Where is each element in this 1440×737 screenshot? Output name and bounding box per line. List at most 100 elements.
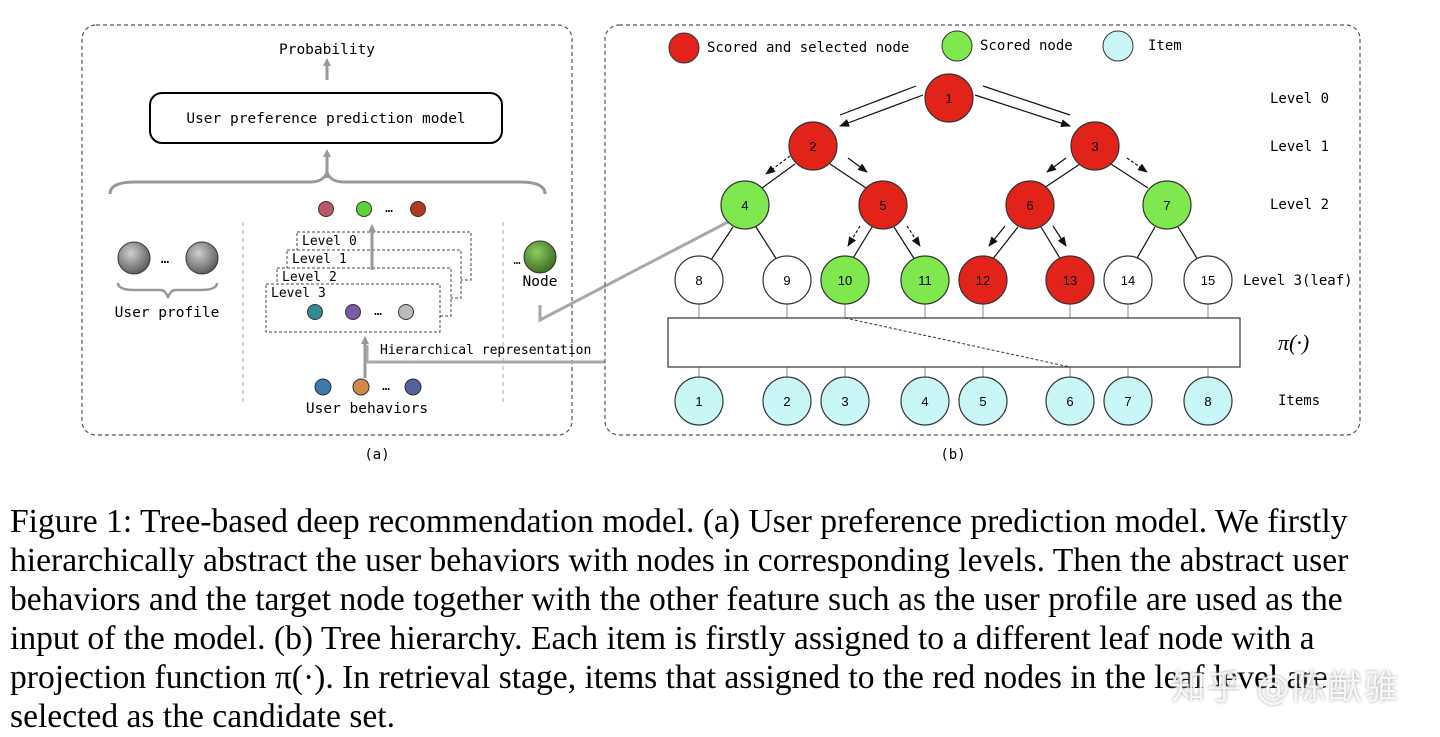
tree-node-label: 14 xyxy=(1121,273,1135,288)
tree-node: 7 xyxy=(1142,180,1192,230)
level-card-label: Level 2 xyxy=(282,270,337,285)
caption-line: input of the model. (b) Tree hierarchy. … xyxy=(10,620,1315,657)
caption-line: selected as the candidate set. xyxy=(10,698,396,735)
item-node-label: 6 xyxy=(1066,394,1073,409)
watermark: 知乎 @陈猷骓 xyxy=(1171,668,1400,708)
level-label: Level 2 xyxy=(1270,197,1329,213)
profile-feature-circle xyxy=(117,241,151,275)
tree-node-label: 4 xyxy=(741,198,748,213)
tree-node-label: 6 xyxy=(1026,198,1033,213)
tree-node: 12 xyxy=(958,255,1008,305)
caption-line: hierarchically abstract the user behavio… xyxy=(10,542,1349,579)
profile-ellipsis: … xyxy=(161,251,169,267)
tree-node: 3 xyxy=(1070,121,1120,171)
item-node-label: 4 xyxy=(921,394,928,409)
abstract-ellipsis: … xyxy=(385,201,393,216)
item-node-label: 7 xyxy=(1124,394,1131,409)
node-label: Node xyxy=(523,274,558,290)
abstract-dot xyxy=(410,201,426,217)
tree-node: 9 xyxy=(762,255,812,305)
tree-node: 4 xyxy=(720,180,770,230)
item-node: 5 xyxy=(958,376,1008,426)
legend-green-swatch xyxy=(941,30,973,62)
tree-node: 15 xyxy=(1183,255,1233,305)
projection-box xyxy=(667,317,1241,368)
abstract-dot xyxy=(318,201,334,217)
input-brace xyxy=(108,166,547,195)
prediction-model-box xyxy=(149,92,503,144)
tree-node-label: 13 xyxy=(1063,273,1077,288)
panel-a-caption: (a) xyxy=(364,447,389,463)
tree-node-label: 7 xyxy=(1163,198,1170,213)
figure-caption: Figure 1: Tree-based deep recommendation… xyxy=(10,502,1434,736)
tree-node: 10 xyxy=(820,255,870,305)
probability-label: Probability xyxy=(279,42,375,58)
level-label: Level 3(leaf) xyxy=(1243,273,1353,289)
tree-node: 11 xyxy=(900,255,950,305)
tree-node: 13 xyxy=(1045,255,1095,305)
item-node-label: 5 xyxy=(979,394,986,409)
behavior-ellipsis: … xyxy=(382,379,390,394)
legend-red-swatch xyxy=(668,32,700,64)
hierarchical-representation-label: Hierarchical representation xyxy=(380,343,591,358)
tree-node-label: 15 xyxy=(1201,273,1215,288)
item-node: 8 xyxy=(1183,376,1233,426)
profile-feature-circle xyxy=(185,241,219,275)
tree-node-label: 12 xyxy=(976,273,990,288)
tree-node: 6 xyxy=(1005,180,1055,230)
panel-a-frame xyxy=(81,24,573,436)
item-node: 1 xyxy=(674,376,724,426)
abstract-dot xyxy=(356,201,372,217)
tree-node-label: 1 xyxy=(945,91,952,106)
tree-node-label: 5 xyxy=(879,198,886,213)
user-profile-label: User profile xyxy=(115,305,220,321)
tree-node-label: 2 xyxy=(809,139,816,154)
item-node-label: 2 xyxy=(783,394,790,409)
level-card-label: Level 1 xyxy=(292,252,347,267)
figure: Probability User preference prediction m… xyxy=(81,24,1361,463)
tree-node-label: 11 xyxy=(918,273,932,288)
behavior-dot xyxy=(404,378,422,396)
panel-a: Probability User preference prediction m… xyxy=(81,24,591,463)
item-node: 4 xyxy=(900,376,950,426)
item-node: 2 xyxy=(762,376,812,426)
legend-cyan-swatch xyxy=(1102,30,1134,62)
tree-node: 1 xyxy=(924,73,974,123)
item-node: 7 xyxy=(1103,376,1153,426)
tree-node-label: 10 xyxy=(838,273,852,288)
item-node: 3 xyxy=(820,376,870,426)
prediction-model-label: User preference prediction model xyxy=(186,111,465,127)
caption-line: projection function π(·). In retrieval s… xyxy=(10,659,1328,696)
items-label: Items xyxy=(1278,393,1320,409)
tree-node: 5 xyxy=(858,180,908,230)
item-node-label: 3 xyxy=(841,394,848,409)
caption-line: Figure 1: Tree-based deep recommendation… xyxy=(10,503,1348,540)
profile-brace xyxy=(116,282,219,299)
behavior-dot xyxy=(352,378,370,396)
hier-rep-connector xyxy=(365,345,605,364)
item-node-label: 1 xyxy=(695,394,702,409)
tree-node: 8 xyxy=(674,255,724,305)
item-node: 6 xyxy=(1045,376,1095,426)
behavior-dot xyxy=(314,378,332,396)
tree-edges xyxy=(698,85,1209,378)
item-node-label: 8 xyxy=(1204,394,1211,409)
level-card-label: Level 0 xyxy=(302,234,357,249)
panel-b-caption: (b) xyxy=(940,447,965,463)
user-behaviors-label: User behaviors xyxy=(306,401,428,417)
projection-mapping-line xyxy=(844,317,1071,368)
target-node-circle xyxy=(523,240,557,274)
tree-node-label: 8 xyxy=(695,273,702,288)
tree-node-label: 3 xyxy=(1091,139,1098,154)
level3-ellipsis: … xyxy=(374,304,382,319)
legend-scored-selected: Scored and selected node xyxy=(707,40,909,56)
legend-item: Item xyxy=(1148,38,1182,54)
tree-node: 2 xyxy=(788,121,838,171)
legend-scored: Scored node xyxy=(980,38,1073,54)
pi-label: π(·) xyxy=(1278,330,1309,355)
node-ellipsis: … xyxy=(513,253,520,267)
level-card-label: Level 3 xyxy=(271,286,326,301)
tree-node-label: 9 xyxy=(783,273,790,288)
caption-line: behaviors and the target node together w… xyxy=(10,581,1343,618)
level-label: Level 1 xyxy=(1270,139,1329,155)
